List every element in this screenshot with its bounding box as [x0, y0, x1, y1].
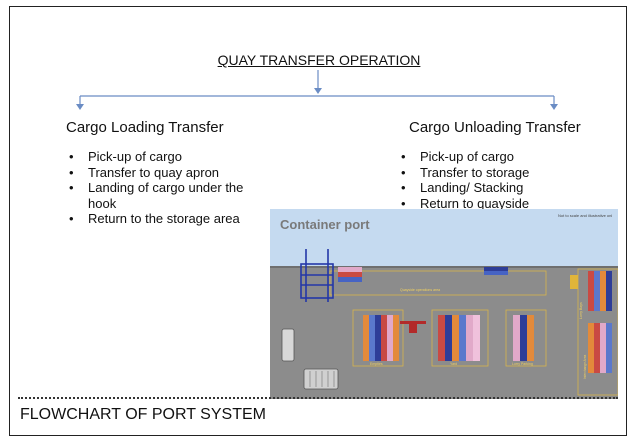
inset-note: Not to scale and illustrative onl: [558, 213, 612, 218]
unloading-step: Pick-up of cargo: [398, 149, 598, 165]
flowchart-title: QUAY TRANSFER OPERATION: [0, 52, 638, 68]
loading-step: Return to the storage area: [66, 211, 256, 227]
arrowhead-left: [76, 104, 84, 110]
crane-container: [338, 267, 362, 272]
empties-stacks: [363, 315, 399, 361]
quay-building: [281, 328, 295, 362]
lorry-bays-label: Lorry Bays: [579, 302, 583, 319]
arrowhead-right: [550, 104, 558, 110]
footer-title: FLOWCHART OF PORT SYSTEM: [20, 406, 266, 423]
quayside-zone: [329, 270, 547, 296]
arrowhead-center: [314, 88, 322, 94]
loading-heading: Cargo Loading Transfer: [66, 119, 224, 136]
container-port-illustration: Container port Not to scale and illustra…: [270, 209, 618, 399]
inset-title: Container port: [280, 217, 370, 232]
bay-stacks: [588, 271, 612, 373]
unloading-heading: Cargo Unloading Transfer: [409, 119, 581, 136]
interchange-label: Interchange Area: [583, 354, 587, 379]
lorry-parking-zone: [505, 309, 547, 367]
loading-step: Transfer to quay apron: [66, 165, 256, 181]
quay-crane: [300, 249, 334, 302]
empties-label: Empties: [370, 362, 383, 366]
crane-container: [338, 277, 362, 282]
lorry-on-quay: [484, 271, 508, 275]
lorry-on-quay: [484, 267, 508, 271]
gate-building: [303, 368, 339, 390]
loading-step: Landing of cargo under the hook: [66, 180, 256, 211]
lorry-bays-zone: [577, 268, 618, 396]
unloading-steps: Pick-up of cargo Transfer to storage Lan…: [398, 149, 598, 211]
gate-lanes: [309, 371, 335, 387]
lorry-parking-stacks: [513, 315, 534, 361]
yard-label: Yard: [450, 362, 457, 366]
reach-stacker: [570, 275, 578, 289]
empties-zone: [352, 309, 404, 367]
loading-steps: Pick-up of cargo Transfer to quay apron …: [66, 149, 256, 227]
loading-step: Pick-up of cargo: [66, 149, 256, 165]
yard-gantry: [400, 321, 426, 333]
footer-divider: [18, 397, 618, 399]
crane-container: [338, 272, 362, 277]
yard-zone: [431, 309, 489, 367]
container-port-image: Container port Not to scale and illustra…: [270, 209, 618, 399]
lorry-parking-label: Lorry Parking: [512, 362, 533, 366]
slide-frame: [9, 6, 627, 436]
quayside-zone-label: Quayside operations area: [400, 288, 440, 292]
flowchart-title-text: QUAY TRANSFER OPERATION: [217, 52, 421, 68]
unloading-step: Transfer to storage: [398, 165, 598, 181]
yard-stacks: [438, 315, 480, 361]
unloading-step: Landing/ Stacking: [398, 180, 598, 196]
unloading-step: Return to quayside: [398, 196, 598, 212]
